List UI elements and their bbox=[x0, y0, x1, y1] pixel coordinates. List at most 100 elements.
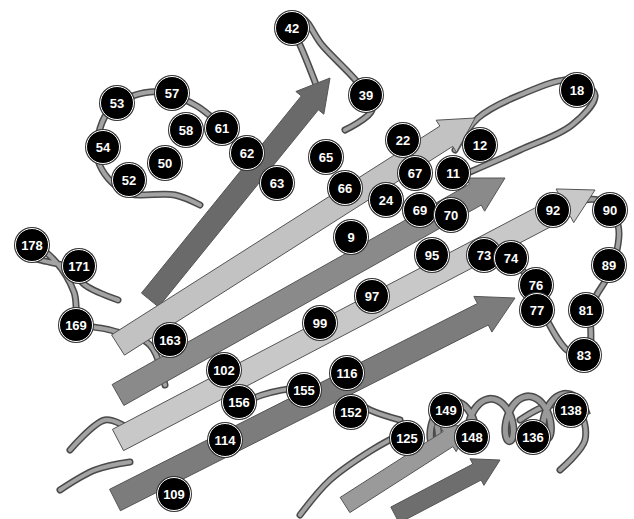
residue-number: 99 bbox=[313, 317, 327, 330]
residue-marker: 169 bbox=[59, 308, 93, 342]
beta-strand bbox=[112, 189, 595, 451]
residue-marker: 77 bbox=[520, 293, 554, 327]
residue-marker: 11 bbox=[436, 156, 470, 190]
residue-number: 171 bbox=[68, 260, 90, 273]
residue-number: 155 bbox=[293, 384, 315, 397]
residue-number: 70 bbox=[444, 209, 458, 222]
residue-number: 81 bbox=[579, 304, 593, 317]
residue-marker: 50 bbox=[148, 146, 182, 180]
residue-marker: 178 bbox=[15, 228, 49, 262]
residue-marker: 155 bbox=[287, 373, 321, 407]
residue-number: 57 bbox=[165, 87, 179, 100]
residue-marker: 9 bbox=[334, 220, 368, 254]
residue-marker: 81 bbox=[569, 293, 603, 327]
residue-number: 152 bbox=[340, 406, 362, 419]
residue-number: 149 bbox=[435, 404, 457, 417]
residue-marker: 99 bbox=[303, 306, 337, 340]
residue-number: 22 bbox=[396, 134, 410, 147]
residue-number: 77 bbox=[530, 304, 544, 317]
residue-marker: 74 bbox=[494, 241, 528, 275]
residue-marker: 136 bbox=[516, 420, 550, 454]
residue-number: 9 bbox=[347, 231, 354, 244]
residue-number: 178 bbox=[21, 239, 43, 252]
residue-number: 50 bbox=[158, 157, 172, 170]
residue-marker: 52 bbox=[112, 163, 146, 197]
residue-number: 65 bbox=[319, 151, 333, 164]
residue-marker: 163 bbox=[153, 323, 187, 357]
residue-number: 42 bbox=[285, 22, 299, 35]
residue-marker: 171 bbox=[62, 249, 96, 283]
loop-tube bbox=[455, 80, 595, 172]
residue-marker: 149 bbox=[429, 393, 463, 427]
residue-number: 52 bbox=[122, 174, 136, 187]
residue-marker: 18 bbox=[560, 73, 594, 107]
beta-strand bbox=[391, 459, 500, 519]
residue-number: 125 bbox=[396, 432, 418, 445]
residue-marker: 70 bbox=[434, 198, 468, 232]
residue-marker: 65 bbox=[309, 140, 343, 174]
residue-marker: 22 bbox=[386, 123, 420, 157]
loop-tube bbox=[27, 240, 165, 385]
residue-marker: 62 bbox=[230, 136, 264, 170]
residue-marker: 109 bbox=[157, 477, 191, 511]
residue-number: 97 bbox=[365, 290, 379, 303]
residue-number: 58 bbox=[179, 124, 193, 137]
residue-number: 89 bbox=[602, 259, 616, 272]
residue-marker: 42 bbox=[275, 11, 309, 45]
residue-marker: 102 bbox=[207, 353, 241, 387]
residue-number: 62 bbox=[240, 147, 254, 160]
residue-number: 76 bbox=[529, 279, 543, 292]
residue-number: 24 bbox=[379, 194, 393, 207]
residue-marker: 67 bbox=[398, 156, 432, 190]
residue-number: 73 bbox=[477, 249, 491, 262]
residue-number: 83 bbox=[577, 349, 591, 362]
residue-number: 138 bbox=[560, 404, 582, 417]
residue-number: 39 bbox=[359, 89, 373, 102]
residue-marker: 58 bbox=[169, 113, 203, 147]
residue-marker: 95 bbox=[415, 238, 449, 272]
residue-number: 114 bbox=[215, 434, 236, 447]
residue-marker: 92 bbox=[536, 193, 570, 227]
residue-number: 148 bbox=[461, 431, 483, 444]
residue-number: 116 bbox=[337, 367, 358, 380]
residue-number: 66 bbox=[338, 182, 352, 195]
residue-number: 61 bbox=[215, 122, 229, 135]
residue-marker: 89 bbox=[592, 248, 626, 282]
beta-strand bbox=[112, 178, 505, 405]
residue-number: 109 bbox=[163, 488, 185, 501]
residue-marker: 83 bbox=[567, 338, 601, 372]
residue-marker: 148 bbox=[455, 420, 489, 454]
residue-marker: 125 bbox=[390, 421, 424, 455]
residue-number: 102 bbox=[213, 364, 235, 377]
residue-number: 92 bbox=[546, 204, 560, 217]
residue-number: 54 bbox=[96, 141, 110, 154]
residue-number: 156 bbox=[228, 396, 250, 409]
residue-marker: 54 bbox=[86, 130, 120, 164]
loop-tube bbox=[27, 240, 165, 385]
residue-number: 69 bbox=[413, 204, 427, 217]
residue-number: 74 bbox=[504, 252, 518, 265]
residue-marker: 66 bbox=[328, 171, 362, 205]
residue-number: 18 bbox=[570, 84, 584, 97]
residue-marker: 116 bbox=[330, 356, 364, 390]
residue-number: 63 bbox=[270, 177, 284, 190]
loop-tube bbox=[455, 80, 595, 172]
residue-marker: 114 bbox=[208, 423, 242, 457]
residue-marker: 90 bbox=[593, 193, 627, 227]
residue-marker: 152 bbox=[334, 395, 368, 429]
residue-marker: 12 bbox=[463, 128, 497, 162]
residue-marker: 69 bbox=[403, 193, 437, 227]
residue-number: 169 bbox=[65, 319, 87, 332]
residue-marker: 24 bbox=[369, 183, 403, 217]
residue-marker: 61 bbox=[205, 111, 239, 145]
residue-number: 53 bbox=[110, 97, 124, 110]
residue-number: 67 bbox=[408, 167, 422, 180]
residue-marker: 138 bbox=[554, 393, 588, 427]
residue-number: 12 bbox=[473, 139, 487, 152]
residue-marker: 57 bbox=[155, 76, 189, 110]
residue-number: 95 bbox=[425, 249, 439, 262]
residue-marker: 156 bbox=[222, 385, 256, 419]
residue-number: 11 bbox=[446, 167, 460, 180]
residue-marker: 39 bbox=[349, 78, 383, 112]
